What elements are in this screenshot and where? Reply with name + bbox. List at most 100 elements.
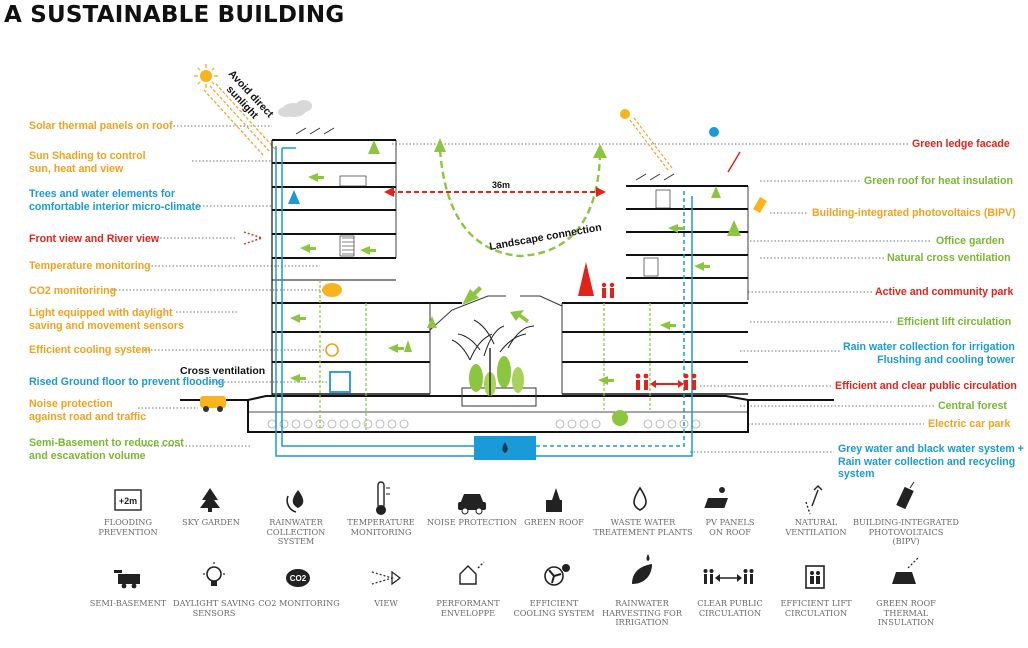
label-cooling: Efficient cooling system <box>29 344 151 356</box>
bipv-marker <box>753 196 767 214</box>
sun-icon <box>194 64 218 88</box>
people-arrow-icon <box>703 569 754 584</box>
right-building <box>562 185 749 395</box>
label-temperature: Temperature monitoring <box>29 260 151 272</box>
leaf-drop-icon <box>632 554 652 584</box>
legend-bipv: BUILDING-INTEGRATED PHOTOVOLTAICS (BIPV) <box>852 517 960 546</box>
left-building <box>271 139 462 395</box>
legend-rainwater-collection: RAINWATER COLLECTION SYSTEM <box>266 517 326 546</box>
label-daylight-sensors: Light equipped with daylight saving and … <box>29 307 184 332</box>
legend-temperature: TEMPERATURE MONITORING <box>347 517 415 537</box>
car-noise-icon <box>200 396 226 412</box>
legend-efficient-cooling: EFFICIENT COOLING SYSTEM <box>513 598 595 618</box>
electric-car-marker <box>612 410 628 426</box>
ventilation-arrows <box>290 173 710 385</box>
label-rain-water: Rain water collection for irrigation Flu… <box>843 341 1015 366</box>
legend-sky-garden: SKY GARDEN <box>182 517 240 527</box>
lightbulb-icon <box>203 562 225 586</box>
rain-marker <box>709 127 719 137</box>
legend-green-roof: GREEN ROOF <box>524 517 584 527</box>
flood-level-icon: +2m <box>114 489 142 511</box>
label-green-ledge: Green ledge facade <box>912 138 1010 150</box>
cooling-fan-icon <box>544 564 570 586</box>
courtyard-steps <box>429 295 563 394</box>
label-co2: CO2 monitoriring <box>29 285 117 297</box>
svg-text:+2m: +2m <box>119 496 137 506</box>
water-system-lines <box>275 146 693 457</box>
water-drop-icon <box>502 442 508 453</box>
legend-noise-protection: NOISE PROTECTION <box>427 517 517 527</box>
label-semi-basement: Semi-Basement to reduce cost and escavat… <box>29 437 184 462</box>
car-icon <box>458 494 486 515</box>
legend-natural-ventilation: NATURAL VENTILATION <box>785 517 847 537</box>
label-electric-car: Electric car park <box>928 418 1011 430</box>
legend-lift-circulation: EFFICIENT LIFT CIRCULATION <box>780 598 852 618</box>
view-marker <box>243 231 265 245</box>
bipv-icon <box>896 481 915 510</box>
legend-pv-panels: PV PANELS ON ROOF <box>705 517 755 537</box>
solar-panel-icon <box>704 487 728 508</box>
legend-waste-water: WASTE WATER TREATEMENT PLANTS <box>593 517 693 537</box>
label-front-view: Front view and River view <box>29 233 160 245</box>
label-public-circulation: Efficient and clear public circulation <box>835 380 1017 392</box>
legend-roof-insulation: GREEN ROOF THERMAL INSULATION <box>876 598 936 627</box>
label-solar-thermal: Solar thermal panels on roof <box>29 120 173 132</box>
distance-label: 36m <box>492 180 510 190</box>
green-roof-icon <box>546 488 562 512</box>
cloud-icon <box>278 100 312 117</box>
legend-daylight-sensors: DAYLIGHT SAVING SENSORS <box>173 598 255 618</box>
cooling-marker <box>325 343 339 357</box>
legend-performant-envelope: PERFORMANT ENVELOPPE <box>436 598 500 618</box>
thermometer-icon <box>376 481 390 515</box>
label-central-forest: Central forest <box>938 400 1007 412</box>
co2-cloud-marker <box>322 283 342 297</box>
sun-icon-right <box>620 109 673 171</box>
label-raised-ground: Rised Ground floor to prevent flooding <box>29 376 225 388</box>
green-dashed-columns <box>319 280 651 430</box>
water-drop-icon-legend <box>633 486 647 511</box>
distance-arrow-right <box>596 187 606 197</box>
left-stairs <box>342 237 354 255</box>
sunlight-note: Avoid direct sunlight <box>217 68 278 131</box>
arc-arrow-left <box>434 138 446 152</box>
semi-basement-icon <box>114 570 140 589</box>
floor-trees <box>368 140 741 352</box>
landscape-label-text: Landscape connection <box>488 221 602 253</box>
legend-co2-monitoring: CO2 MONITORING <box>258 598 340 608</box>
label-lift: Efficient lift circulation <box>897 316 1012 328</box>
landscape-connection-arc <box>438 149 602 258</box>
distance-arrow-left <box>384 187 394 197</box>
basement-cars <box>267 419 701 429</box>
legend-view: VIEW <box>374 598 398 608</box>
label-green-roof: Green roof for heat insulation <box>864 175 1013 187</box>
label-sun-shading: Sun Shading to control sun, heat and vie… <box>29 150 146 175</box>
ventilation-marker <box>727 151 741 173</box>
raindrop-cycle-icon <box>286 490 304 513</box>
legend-flooding-prevention: FLOODING PREVENTION <box>98 517 158 537</box>
tree-icon <box>200 488 220 512</box>
roof-insulation-icon <box>892 557 919 584</box>
landscape-label: Landscape connection <box>488 221 602 253</box>
central-forest <box>451 319 537 407</box>
label-noise: Noise protection against road and traffi… <box>29 398 147 423</box>
left-leader-lines <box>112 125 328 447</box>
view-icon <box>371 570 401 586</box>
raised-floor-marker <box>329 371 351 393</box>
ventilation-arrows-icon <box>805 485 823 515</box>
right-leader-lines <box>392 143 934 453</box>
legend-icons: +2m <box>114 481 919 589</box>
svg-text:CO2: CO2 <box>290 574 307 583</box>
house-envelope-icon <box>459 561 485 585</box>
label-community-park: Active and community park <box>875 286 1014 298</box>
roof-solar-panels <box>295 127 675 181</box>
page-title: A SUSTAINABLE BUILDING <box>4 2 345 28</box>
legend-rainwater-harvesting: RAINWATER HARVESTING FOR IRRIGATION <box>602 598 682 627</box>
legend-clear-circulation: CLEAR PUBLIC CIRCULATION <box>697 598 763 618</box>
basement <box>180 395 834 433</box>
legend-semi-basement: SEMI-BASEMENT <box>89 598 167 608</box>
co2-cloud-icon: CO2 <box>286 569 310 587</box>
label-office-garden: Office garden <box>936 235 1005 247</box>
community-park-figures <box>578 262 697 390</box>
arc-arrow-right <box>593 144 607 158</box>
